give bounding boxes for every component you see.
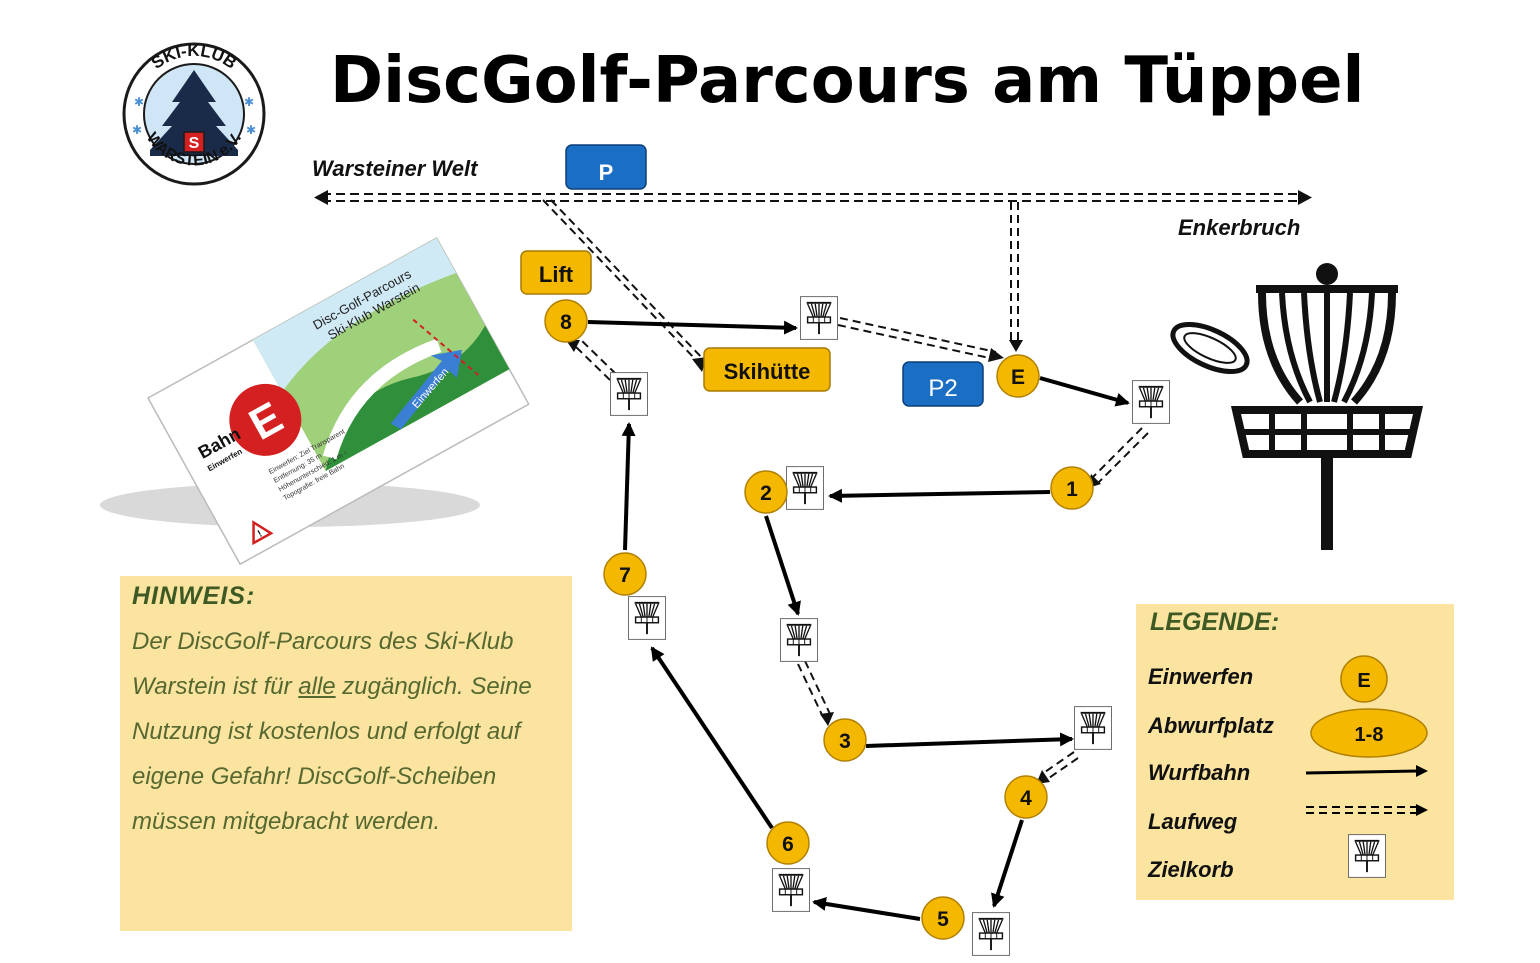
- note-text: Der DiscGolf-Parcours des Ski-Klub Warst…: [132, 619, 560, 844]
- tee-marker: 4: [1004, 775, 1048, 819]
- basket-icon: [972, 912, 1010, 956]
- road-east-label: Enkerbruch: [1178, 215, 1301, 240]
- tee-number: 1: [1066, 478, 1078, 501]
- basket-icon: [628, 596, 666, 640]
- note-text-underlined: alle: [298, 673, 336, 700]
- legend-warmup-symbol: E: [1340, 655, 1388, 703]
- tee-markers: 1 2 3 4 5 6 7 8: [544, 299, 1094, 940]
- parking-main: P: [565, 144, 647, 190]
- tee-marker: 1: [1050, 466, 1094, 510]
- lift-label: Lift: [539, 262, 574, 287]
- page-title: DiscGolf-Parcours am Tüppel: [330, 44, 1365, 118]
- legend-label-lane: Wurfbahn: [1148, 760, 1251, 785]
- parking-2: P2: [902, 361, 984, 407]
- note-heading: HINWEIS:: [132, 582, 256, 610]
- road-west-label: Warsteiner Welt: [312, 156, 478, 181]
- club-logo: S SKI-KLUB WARSTEIN e.V. ✱ ✱ ✱ ✱: [122, 41, 266, 186]
- basket-icon: [1074, 706, 1112, 750]
- tee-number: 5: [937, 908, 949, 931]
- hut-box: Skihütte: [703, 347, 831, 392]
- note-text-part: Der DiscGolf-Parcours des Ski-Klub Warst…: [132, 628, 514, 700]
- tee-marker: 5: [921, 896, 965, 940]
- hut-label: Skihütte: [724, 359, 811, 384]
- tee-number: 2: [760, 482, 772, 505]
- tee-number: 7: [619, 564, 631, 587]
- svg-text:1-8: 1-8: [1355, 724, 1384, 746]
- road-arrow-west-icon: [314, 190, 328, 205]
- legend-tee-symbol: 1-8: [1310, 708, 1428, 758]
- legend-box: LEGENDE: Einwerfen Abwurfplatz Wurfbahn …: [1136, 604, 1454, 900]
- course-sign-illustration: Einwerfen Disc-Golf-Parcours Ski-Klub Wa…: [100, 236, 530, 566]
- tee-number: 8: [560, 311, 572, 334]
- basket-icon: [780, 618, 818, 662]
- parking-main-label: P: [599, 160, 614, 185]
- legend-symbols: E 1-8: [1305, 655, 1428, 878]
- logo-letter: S: [189, 135, 200, 152]
- basket-icon: [786, 466, 824, 510]
- note-text-part: zugänglich. Seine Nutzung ist kostenlos …: [132, 673, 532, 835]
- svg-text:!: !: [256, 529, 264, 540]
- basket-markers: [610, 296, 1170, 956]
- basket-icon: [800, 296, 838, 340]
- tee-marker: 3: [823, 718, 867, 762]
- note-box: HINWEIS: Der DiscGolf-Parcours des Ski-K…: [120, 576, 572, 931]
- legend-lane-symbol: [1305, 765, 1428, 777]
- legend-label-warmup: Einwerfen: [1148, 664, 1254, 689]
- legend-basket-icon: [1348, 834, 1386, 878]
- basket-icon: [1132, 380, 1170, 424]
- legend-label-tee: Abwurfplatz: [1148, 713, 1274, 738]
- warmup-label: E: [1011, 366, 1025, 389]
- tee-marker: 8: [544, 299, 588, 343]
- tee-number: 4: [1020, 787, 1032, 810]
- warmup-marker: E: [996, 354, 1040, 398]
- tee-marker: 6: [766, 821, 810, 865]
- legend-label-basket: Zielkorb: [1148, 857, 1234, 882]
- parking-2-label: P2: [928, 375, 957, 402]
- flying-disc-icon: [1170, 322, 1250, 374]
- svg-text:E: E: [1357, 670, 1370, 692]
- basket-icon: [772, 868, 810, 912]
- tee-marker: 7: [603, 552, 647, 596]
- basket-icon: [610, 372, 648, 416]
- lift-box: Lift: [520, 250, 592, 295]
- warning-icon: [252, 520, 274, 546]
- snowflake-icon: ✱: [134, 95, 144, 109]
- snowflake-icon: ✱: [246, 123, 256, 137]
- tee-number: 3: [839, 730, 851, 753]
- disc-golf-basket-illustration: [1230, 263, 1424, 550]
- legend-label-walkway: Laufweg: [1148, 809, 1238, 834]
- legend-walkway-symbol: [1306, 806, 1418, 814]
- road: [322, 193, 1300, 202]
- snowflake-icon: ✱: [244, 95, 254, 109]
- legend-heading: LEGENDE:: [1150, 608, 1280, 636]
- throw-lanes: [587, 320, 1130, 921]
- tee-marker: 2: [744, 470, 788, 514]
- snowflake-icon: ✱: [132, 123, 142, 137]
- walk-paths: [542, 199, 1149, 781]
- tee-number: 6: [782, 833, 794, 856]
- road-arrow-east-icon: [1298, 190, 1312, 205]
